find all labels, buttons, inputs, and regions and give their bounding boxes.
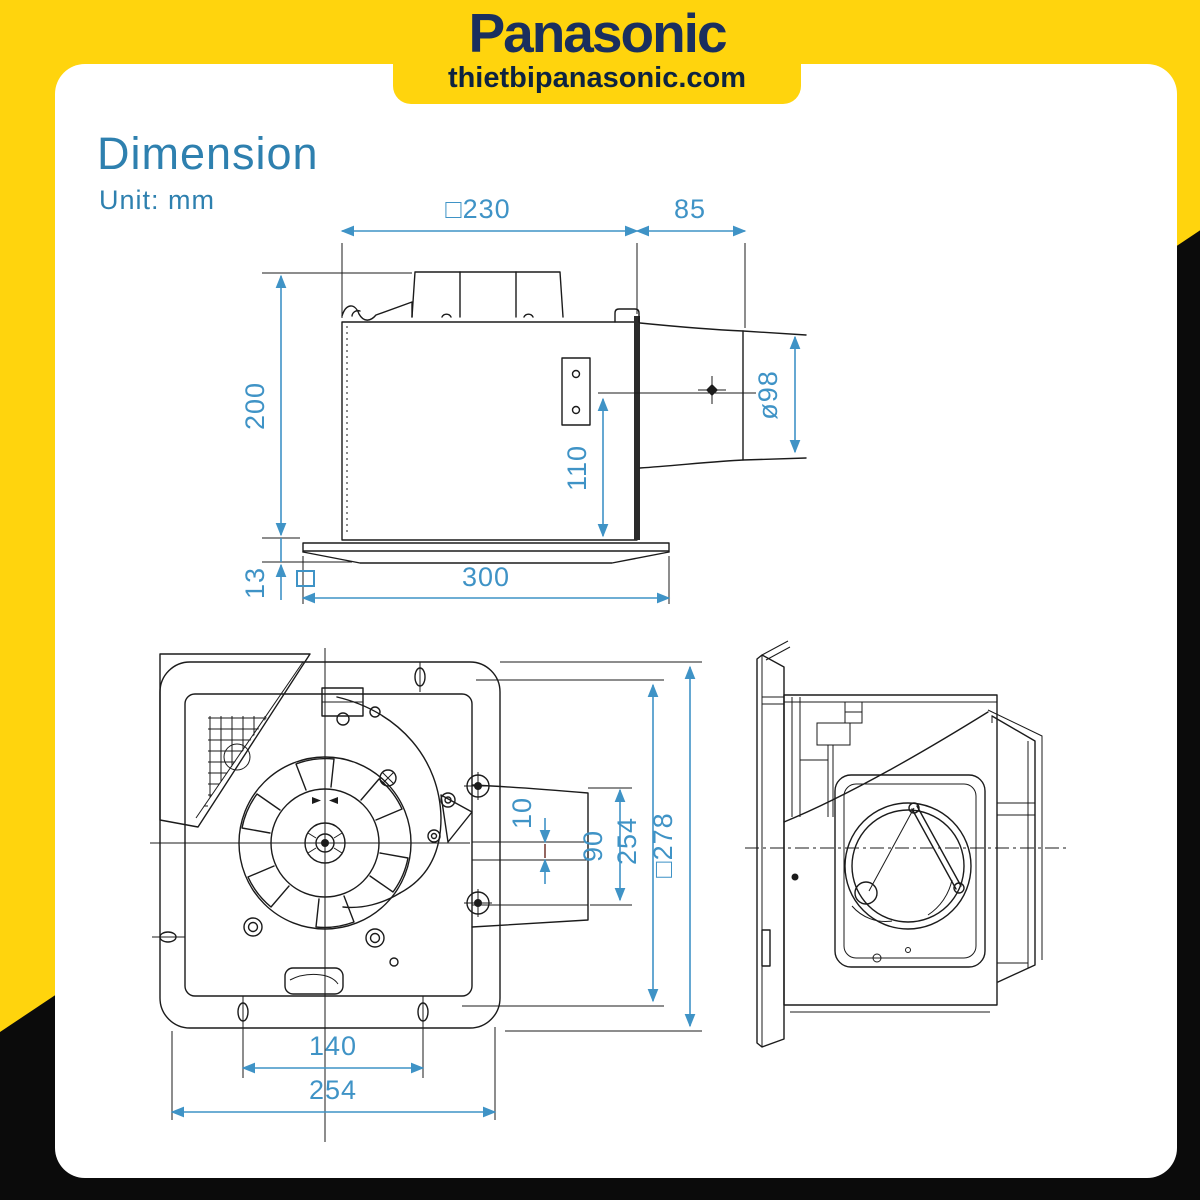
square-symbol [296, 570, 315, 587]
dim-panel-width-label: 300 [462, 562, 510, 592]
dim-mounting-pitch-vertical-label: 254 [612, 817, 642, 865]
dim-panel-thickness-label: 13 [240, 567, 270, 599]
dim-slot-pitch-label: 140 [309, 1031, 357, 1061]
dim-mounting-pitch-horizontal-label: 254 [309, 1075, 357, 1105]
dim-body-square-label: □278 [648, 812, 678, 877]
front-view-drawing: □230 85 200 13 300 110 ø98 [240, 194, 807, 604]
panasonic-logo: Panasonic [468, 2, 727, 64]
dim-duct-diameter-label: ø98 [753, 370, 783, 420]
unit-label: Unit: mm [99, 185, 215, 215]
dim-duct-length-label: 85 [674, 194, 706, 224]
dim-duct-center-label: 110 [562, 445, 592, 491]
plan-view-drawing: 10 90 254 □278 140 254 [150, 648, 702, 1142]
dim-body-width-label: □230 [445, 194, 510, 224]
dim-body-height-label: 200 [240, 382, 270, 430]
content-sheet [55, 64, 1177, 1178]
panasonic-logo-tab: Panasonic thietbipanasonic.com [393, 0, 801, 104]
page-title: Dimension [97, 128, 319, 179]
dim-duct-opening-label: 90 [578, 830, 608, 862]
site-url-label: thietbipanasonic.com [447, 62, 747, 94]
dim-duct-offset-label: 10 [507, 797, 537, 829]
side-view-drawing [745, 640, 1070, 1048]
